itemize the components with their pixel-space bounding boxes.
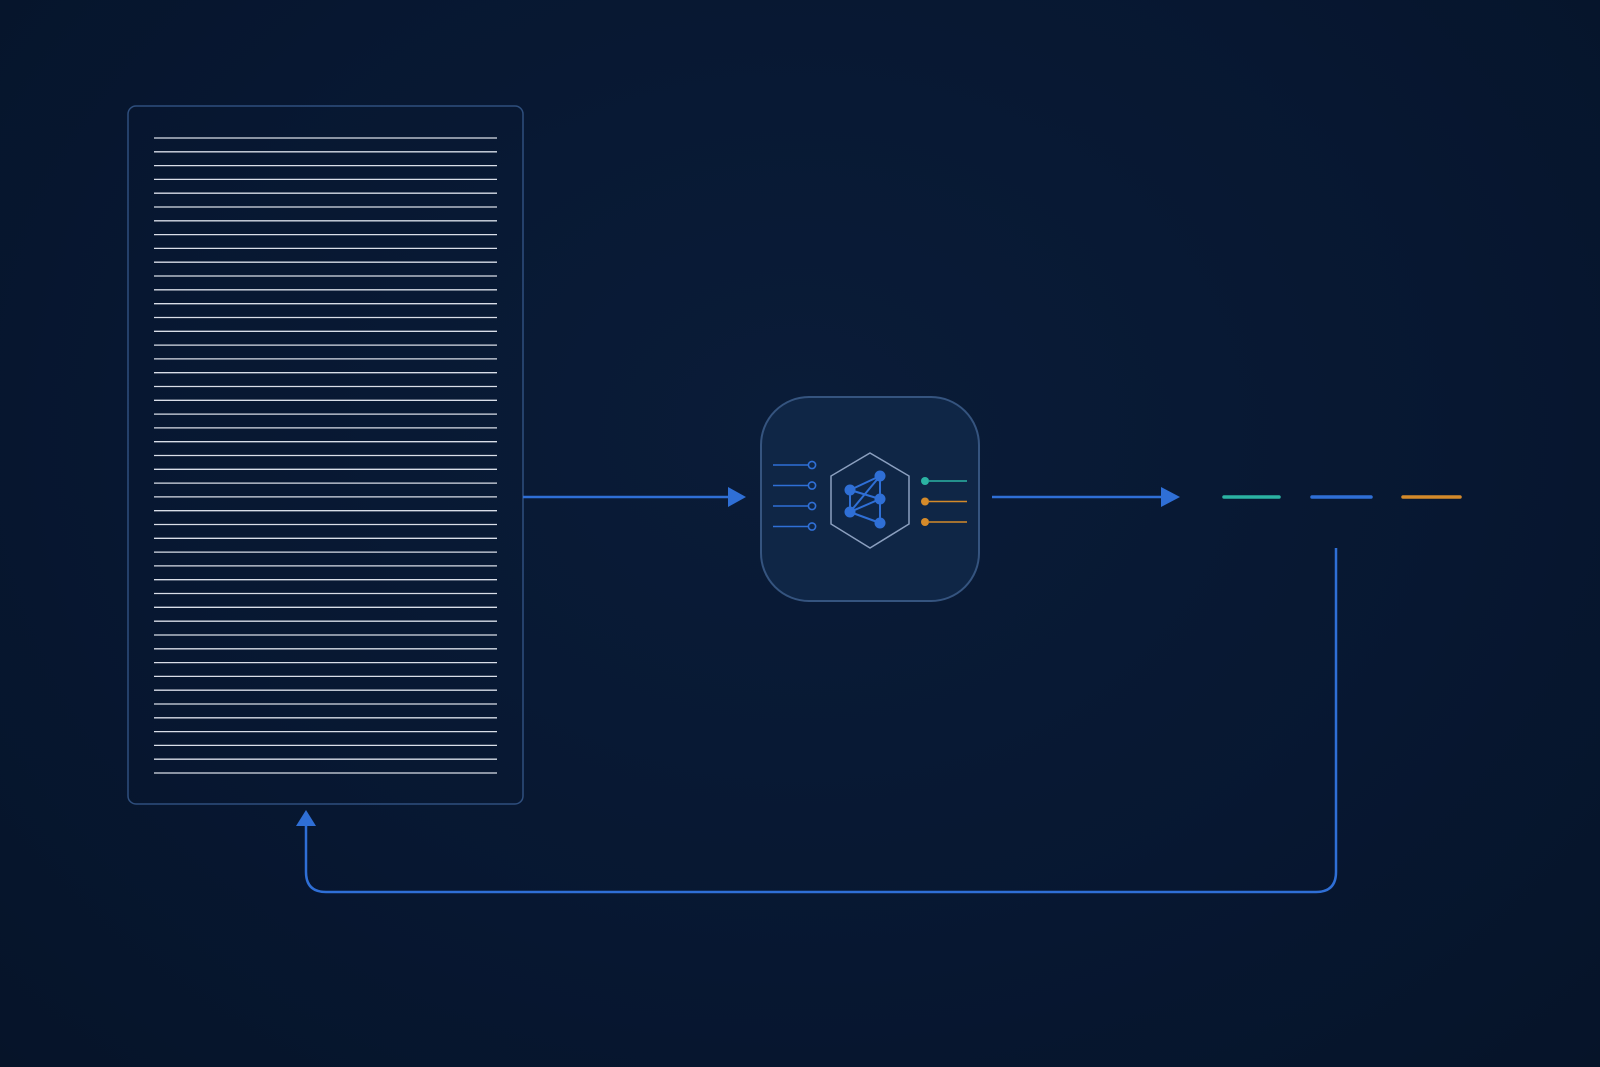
input-port-dot bbox=[807, 501, 817, 511]
output-ports bbox=[921, 477, 967, 526]
model-node bbox=[760, 396, 980, 602]
arrow-model-to-outputs bbox=[992, 487, 1180, 507]
output-port-dot bbox=[921, 497, 929, 506]
network-hexagon-icon bbox=[830, 452, 910, 549]
input-port-dot bbox=[807, 460, 817, 470]
document-lines-icon bbox=[154, 137, 497, 774]
document-panel bbox=[127, 105, 524, 805]
model-node-frame bbox=[760, 396, 980, 602]
output-port-dot bbox=[921, 518, 929, 526]
input-port-dot bbox=[807, 522, 817, 531]
feedback-loop-arrow bbox=[296, 548, 1338, 894]
input-ports bbox=[773, 460, 817, 531]
document-frame bbox=[127, 105, 524, 805]
input-port-dot bbox=[807, 481, 817, 490]
output-port-dot bbox=[921, 477, 929, 485]
arrow-document-to-model bbox=[523, 487, 746, 507]
